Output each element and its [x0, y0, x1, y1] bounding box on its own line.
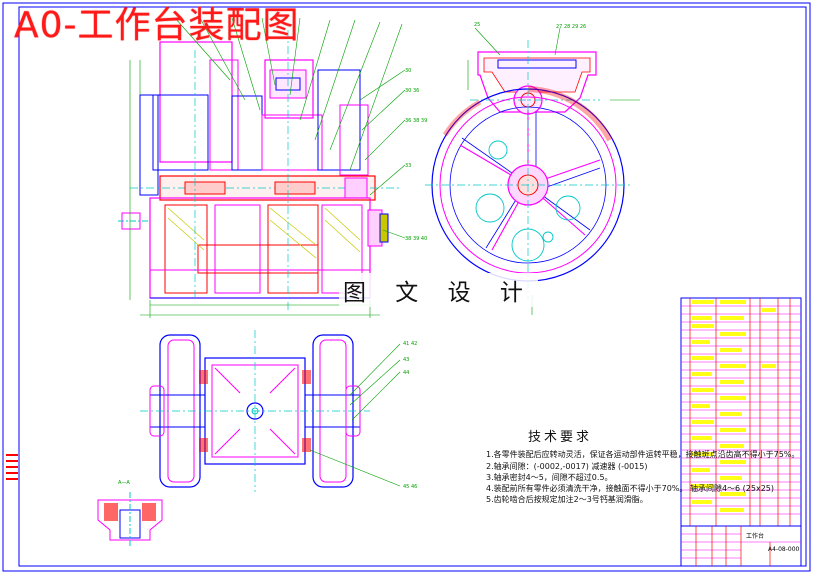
- parts-list-table: [680, 297, 802, 567]
- svg-text:25: 25: [474, 22, 480, 28]
- svg-text:36 38 39: 36 38 39: [405, 118, 427, 124]
- svg-text:43: 43: [403, 357, 409, 363]
- requirement-line: 4.装配前所有零件必须清洗干净，接触面不得小于70%。 轴承间隙4～6 (25x…: [486, 484, 775, 493]
- section-detail-view: A—A: [97, 480, 163, 548]
- front-view: 30 30 36 36 38 39 33 38 39 40: [118, 17, 427, 318]
- top-view: 41 42 43 44 45 46: [140, 330, 417, 492]
- title-block-name: 工作台: [746, 533, 765, 540]
- requirement-line: 3.轴承密封4～5，间隙不超过0.5。: [486, 473, 613, 482]
- svg-text:30 36: 30 36: [405, 88, 419, 94]
- svg-text:38 39 40: 38 39 40: [405, 236, 427, 242]
- svg-text:41 42: 41 42: [403, 341, 417, 347]
- margin-marks: [6, 454, 18, 480]
- title-block-code: A4-08-000: [768, 546, 800, 553]
- svg-text:45 46: 45 46: [403, 484, 417, 490]
- technical-requirements-title: 技术要求: [528, 430, 593, 445]
- svg-text:30: 30: [405, 68, 411, 74]
- svg-text:44: 44: [403, 370, 409, 376]
- svg-text:33: 33: [405, 163, 411, 169]
- requirement-line: 1.各零件装配后应转动灵活，保证各运动部件运转平稳，接触斑点沿齿高不得小于75%…: [486, 450, 800, 459]
- svg-text:A—A: A—A: [118, 480, 130, 486]
- drawing-title: A0-工作台装配图: [14, 5, 300, 46]
- side-view: 27 28 29 26 25: [425, 22, 640, 315]
- requirement-line: 5.齿轮啮合后按规定加注2～3号钙基润滑脂。: [486, 495, 648, 504]
- sheet-inner-border: [18, 6, 807, 567]
- watermark-text: 图 文 设 计: [339, 273, 538, 307]
- requirement-line: 2.轴承间隙：(-0002,-0017) 减速器 (-0015): [486, 462, 648, 471]
- svg-text:27 28 29 26: 27 28 29 26: [556, 24, 586, 30]
